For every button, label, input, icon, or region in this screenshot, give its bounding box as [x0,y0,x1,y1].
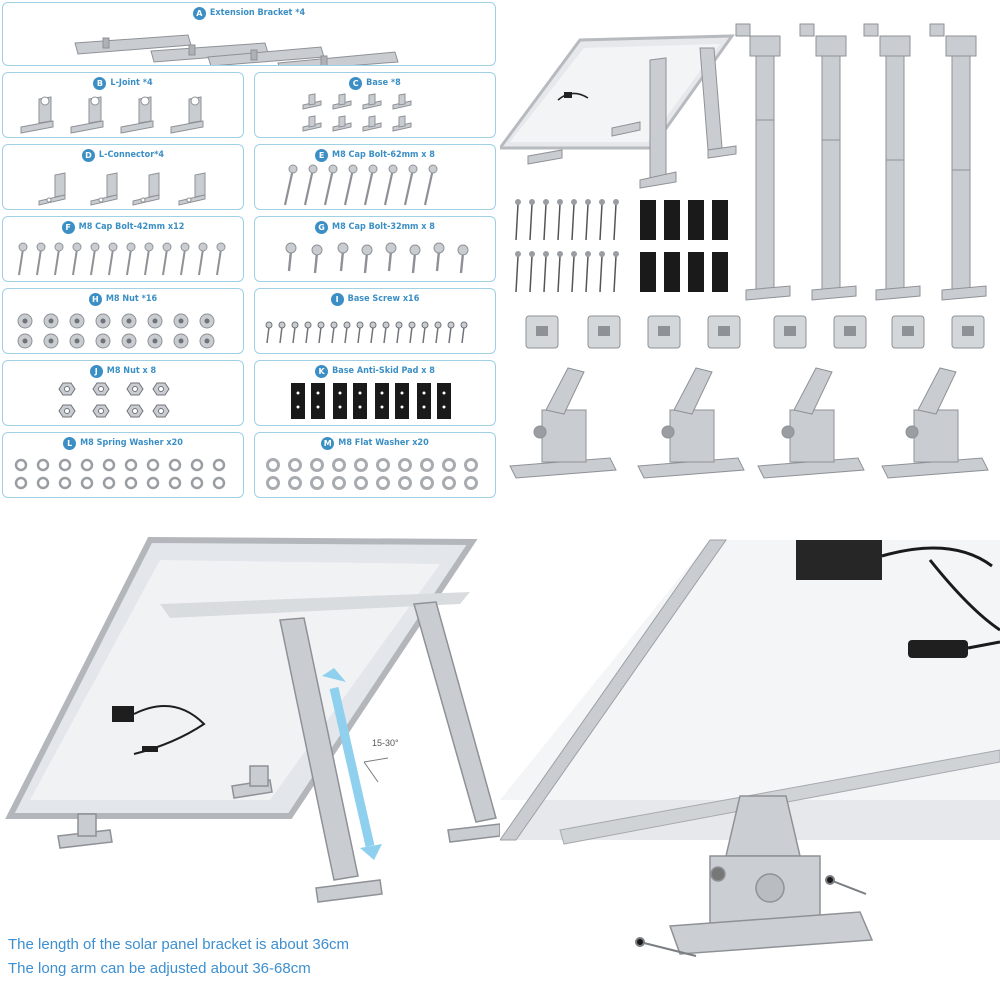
part-title: M8 Flat Washer x20 [338,438,429,448]
angle-label: 15-30° [372,738,399,748]
mounted-panel-photo: 15-30° The length of the solar panel bra… [0,500,500,1000]
part-title: M8 Cap Bolt-42mm x12 [78,222,185,232]
part-title: M8 Nut x 8 [106,366,157,376]
anti-skid-pad-illustration [291,383,451,419]
cap-bolt-42-illustration [18,242,226,276]
small-bases [525,315,985,349]
part-letter-badge: M [321,436,335,450]
part-letter-badge: E [315,148,329,162]
part-title: Base *8 [366,78,401,88]
l-connector-illustration [38,172,206,206]
anti-skid-pads [640,200,728,292]
hinge-closeup-photo [500,500,1000,1000]
hinge-bracket-closeup [668,795,874,955]
screws-closeup [635,875,867,957]
part-letter-badge: L [63,436,77,450]
part-letter-badge: B [93,76,107,90]
adjustable-legs [735,23,987,301]
adjustment-arrow-icon [322,668,389,860]
part-title: Base Anti-Skid Pad x 8 [332,366,435,376]
part-title: Extension Bracket *4 [209,8,306,18]
m8-nut-16-illustration [17,313,215,349]
cap-bolt-62-illustration [283,164,438,206]
hinge-joints [509,367,989,479]
l-joint-illustration [20,96,204,134]
part-letter-badge: D [81,148,95,162]
part-title: L-Joint *4 [110,78,153,88]
part-letter-badge: C [349,76,363,90]
screw-rows [515,203,617,293]
part-letter-badge: I [330,292,344,306]
part-letter-badge: G [315,220,329,234]
part-letter-badge: A [192,6,206,20]
part-letter-badge: J [89,364,103,378]
support-legs [57,601,500,903]
m8-nut-8-illustration [58,382,170,418]
part-title: Base Screw x16 [347,294,420,304]
part-letter-badge: F [61,220,75,234]
mounted-panel-thumbnail [500,34,737,189]
junction-box-closeup-icon [796,540,1000,658]
part-title: L-Connector*4 [98,150,165,160]
part-title: M8 Cap Bolt-62mm x 8 [332,150,435,160]
part-title: M8 Cap Bolt-32mm x 8 [332,222,435,232]
base-screw-illustration [265,321,468,344]
extension-bracket-illustration [74,34,399,65]
caption-line-2: The long arm can be adjusted about 36-68… [8,960,311,977]
base-illustration [302,93,412,132]
cap-bolt-32-illustration [285,242,469,274]
kit-contents-photo [500,0,1000,500]
flat-washer-illustration [266,458,478,490]
junction-box-icon [112,705,206,755]
part-title: M8 Spring Washer x20 [80,438,183,448]
part-letter-badge: H [88,292,102,306]
spring-washer-illustration [14,458,226,490]
caption-line-1: The length of the solar panel bracket is… [8,936,350,953]
part-letter-badge: K [315,364,329,378]
part-title: M8 Nut *16 [105,294,158,304]
